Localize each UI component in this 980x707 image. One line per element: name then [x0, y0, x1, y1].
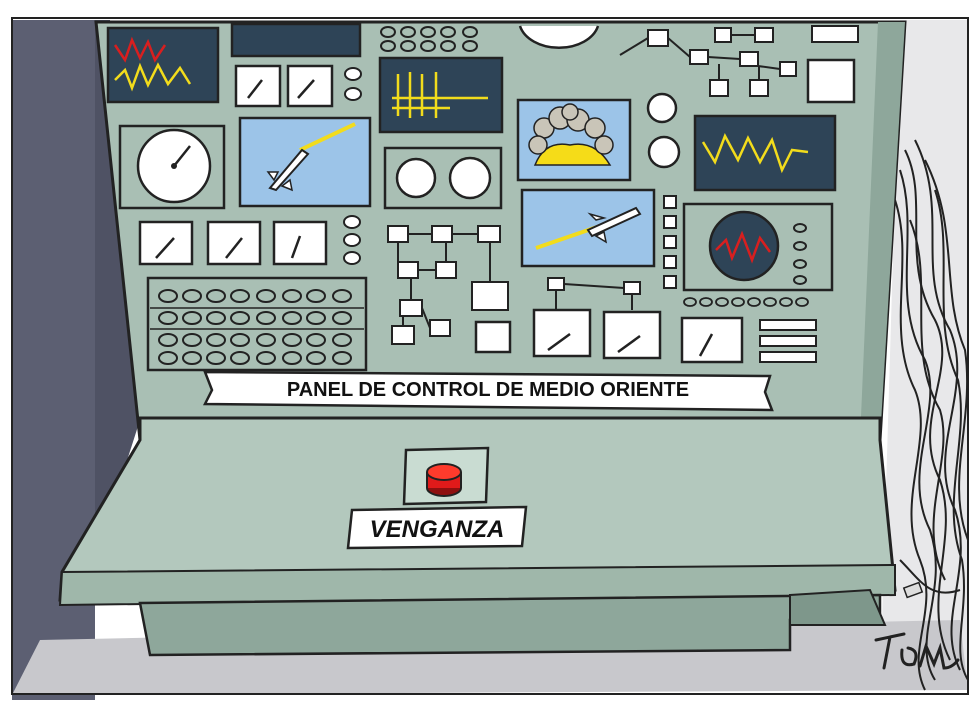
panel-title-banner: PANEL DE CONTROL DE MEDIO ORIENTE [202, 370, 774, 412]
oscilloscope-right [693, 114, 837, 192]
switch-column [663, 195, 677, 289]
screen-top [230, 22, 362, 58]
meter-2 [206, 220, 262, 266]
picture-frame [11, 17, 969, 695]
meter-6 [680, 316, 744, 364]
button-label-text: VENGANZA [370, 516, 505, 543]
missile-screen-middle [520, 188, 656, 268]
knob-rows-panel [146, 276, 368, 372]
grid-screen [378, 56, 504, 134]
explosion-icon [528, 103, 614, 155]
left-wall [12, 20, 95, 700]
circuit-diagram-small [547, 277, 641, 310]
artist-signature [874, 632, 960, 670]
console-side-shade [860, 22, 905, 440]
knob-grid-top [380, 26, 478, 52]
wall-shadow [95, 20, 140, 560]
dial-box-2 [286, 64, 334, 108]
indicator-window [806, 58, 856, 104]
round-gauge-top [518, 25, 600, 49]
cable-bundle [894, 139, 969, 691]
knob-column [343, 215, 361, 265]
missile-screen-top [238, 116, 372, 208]
button-label-plate: VENGANZA [346, 505, 528, 550]
red-signal-scope [682, 202, 834, 292]
explosion-screen [516, 98, 632, 182]
cable-clip [902, 581, 924, 599]
panel-title-text: PANEL DE CONTROL DE MEDIO ORIENTE [287, 379, 689, 401]
white-panel-window [474, 320, 512, 354]
vent-slots [759, 319, 817, 363]
base-step [789, 588, 887, 626]
missile-icon [586, 206, 642, 244]
circuit-diagram-top-right [619, 27, 797, 97]
meter-5 [602, 310, 662, 360]
white-lamps-right [646, 92, 681, 169]
circuit-diagram-middle [387, 225, 509, 345]
meter-1 [138, 220, 194, 266]
knob-strip [683, 297, 809, 307]
knob-pair [344, 67, 362, 101]
gauge-icon [118, 124, 226, 210]
meter-3 [272, 220, 328, 266]
console-base [138, 593, 882, 657]
oscilloscope-top-left [106, 26, 220, 104]
red-button-icon[interactable] [402, 446, 490, 506]
twin-lamp-box [383, 146, 503, 210]
meter-4 [532, 308, 592, 358]
desk-edge [58, 563, 896, 607]
missile-icon [266, 148, 310, 192]
dial-box-1 [234, 64, 282, 108]
indicator-lamp-top [811, 25, 859, 43]
